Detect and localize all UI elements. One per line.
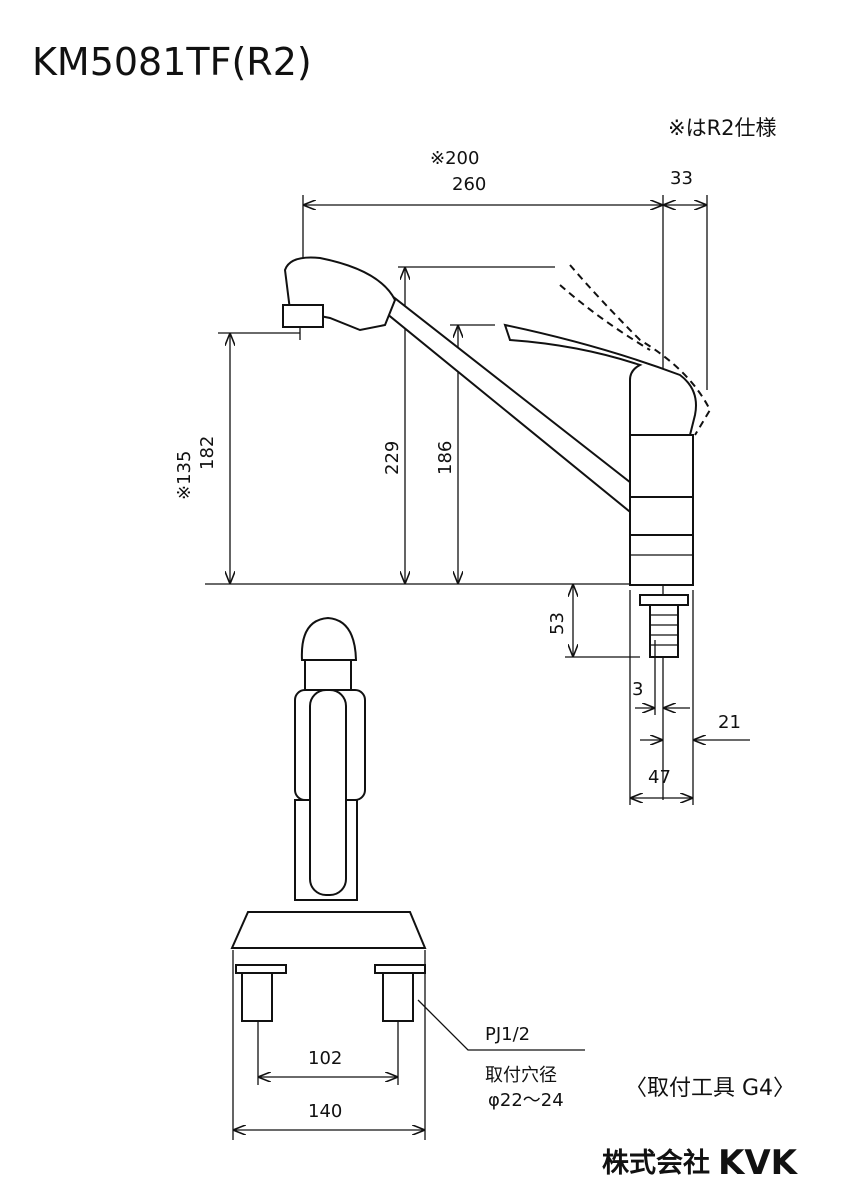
brand-logo: KVK	[718, 1143, 799, 1183]
thread-label: PJ1/2	[485, 1024, 530, 1045]
dim-53: 53	[547, 612, 568, 635]
faucet-side-view	[282, 256, 712, 658]
hole-label: 取付穴径	[485, 1065, 557, 1086]
tool-label: 〈取付工具 G4〉	[625, 1076, 795, 1101]
dim-260-r2: ※200	[430, 148, 479, 169]
dim-21: 21	[718, 712, 741, 733]
r2-note: ※はR2仕様	[668, 116, 777, 140]
company-name: 株式会社	[602, 1147, 710, 1179]
dim-260: 260	[452, 174, 486, 195]
dim-186: 186	[435, 441, 456, 475]
dim-182: 182	[197, 436, 218, 470]
dim-140: 140	[308, 1101, 342, 1122]
dim-33: 33	[670, 168, 693, 189]
dim-102: 102	[308, 1048, 342, 1069]
dim-spout-reach: ※200 260 33	[302, 148, 708, 800]
dim-135-r2: ※135	[174, 451, 195, 500]
dim-47: 47	[648, 767, 671, 788]
dim-3: 3	[632, 679, 643, 700]
dim-offsets: 3 21 47	[629, 590, 750, 805]
hole-size: φ22〜24	[488, 1090, 564, 1111]
faucet-front-view	[230, 616, 427, 1022]
model-title: KM5081TF(R2)	[32, 40, 312, 84]
dim-front: 102 140	[232, 950, 585, 1140]
dim-229: 229	[382, 441, 403, 475]
